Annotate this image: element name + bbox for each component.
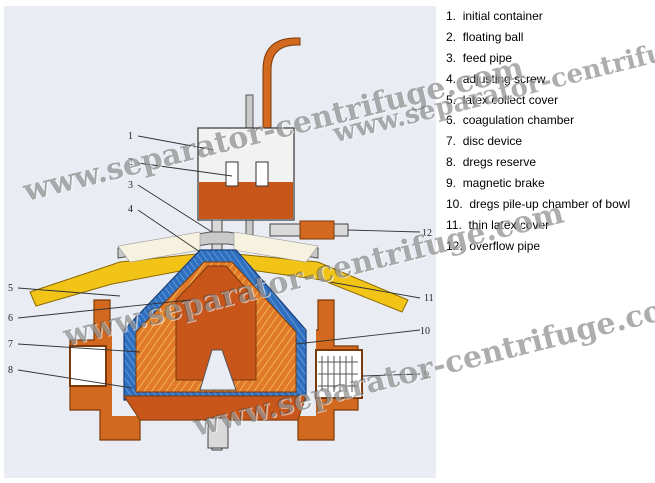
right-dots-zone (233, 231, 319, 263)
left-dregs-box (69, 345, 107, 387)
legend-item: 8. dregs reserve (446, 152, 652, 173)
legend-label: thin latex cover (468, 217, 550, 232)
legend-label: latex collect cover (462, 92, 559, 107)
legend-number: 7. (446, 134, 457, 149)
floating-ball (225, 161, 269, 187)
leader-lines (17, 135, 421, 389)
callout-6: 6 (8, 313, 13, 324)
legend-label: disc device (462, 134, 523, 149)
bowl-center-cone (199, 349, 237, 391)
callout-3: 3 (128, 180, 133, 191)
callout-7: 7 (8, 339, 13, 350)
legend-label: dregs reserve (462, 155, 537, 170)
legend-label: coagulation chamber (462, 113, 575, 128)
overflow-pipe-sleeve (299, 220, 335, 240)
callout-4: 4 (128, 204, 133, 215)
legend-label: magnetic brake (462, 176, 545, 191)
legend-item: 2. floating ball (446, 27, 652, 48)
legend-item: 5. latex collect cover (446, 90, 652, 111)
bowl-base (123, 395, 307, 421)
legend-number: 9. (446, 176, 457, 191)
legend-item: 3. feed pipe (446, 48, 652, 69)
legend-number: 8. (446, 155, 457, 170)
legend-label: overflow pipe (469, 238, 541, 253)
legend-item: 12. overflow pipe (446, 236, 652, 257)
legend-item: 7. disc device (446, 131, 652, 152)
legend-label: dregs pile-up chamber of bowl (469, 197, 631, 212)
callout-2: 2 (128, 157, 133, 168)
legend-item: 6. coagulation chamber (446, 110, 652, 131)
brake-coil (318, 356, 358, 392)
callout-12: 12 (422, 228, 432, 239)
legend-number: 5. (446, 92, 457, 107)
legend-item: 9. magnetic brake (446, 173, 652, 194)
legend-label: initial container (462, 9, 543, 23)
legend-item: 11. thin latex cover (446, 215, 652, 236)
spindle (207, 417, 229, 449)
callout-10: 10 (420, 326, 430, 337)
legend-number: 1. (446, 9, 457, 23)
legend-number: 6. (446, 113, 457, 128)
legend-number: 4. (446, 71, 457, 86)
legend-number: 10. (446, 197, 463, 212)
legend-label: floating ball (462, 29, 524, 44)
callout-5: 5 (8, 283, 13, 294)
container-liquid (199, 182, 293, 219)
legend-number: 2. (446, 29, 457, 44)
callout-1: 1 (128, 131, 133, 142)
legend-number: 3. (446, 50, 457, 65)
legend-label: adjusting screw (462, 71, 546, 86)
callout-11: 11 (424, 293, 434, 304)
legend-item: 4. adjusting screw (446, 69, 652, 90)
legend-label: feed pipe (462, 50, 513, 65)
legend-item: 1. initial container (446, 6, 652, 27)
centrifuge-diagram: 1 2 3 4 5 6 7 8 9 10 11 12 (4, 6, 436, 478)
legend-number: 12. (446, 238, 463, 253)
legend-number: 11. (446, 217, 462, 232)
coagulation-chamber (175, 265, 257, 381)
legend-item: 10. dregs pile-up chamber of bowl (446, 194, 652, 215)
callout-8: 8 (8, 365, 13, 376)
callout-9: 9 (424, 370, 429, 381)
parts-legend: 1. initial container 2. floating ball 3.… (446, 6, 652, 257)
